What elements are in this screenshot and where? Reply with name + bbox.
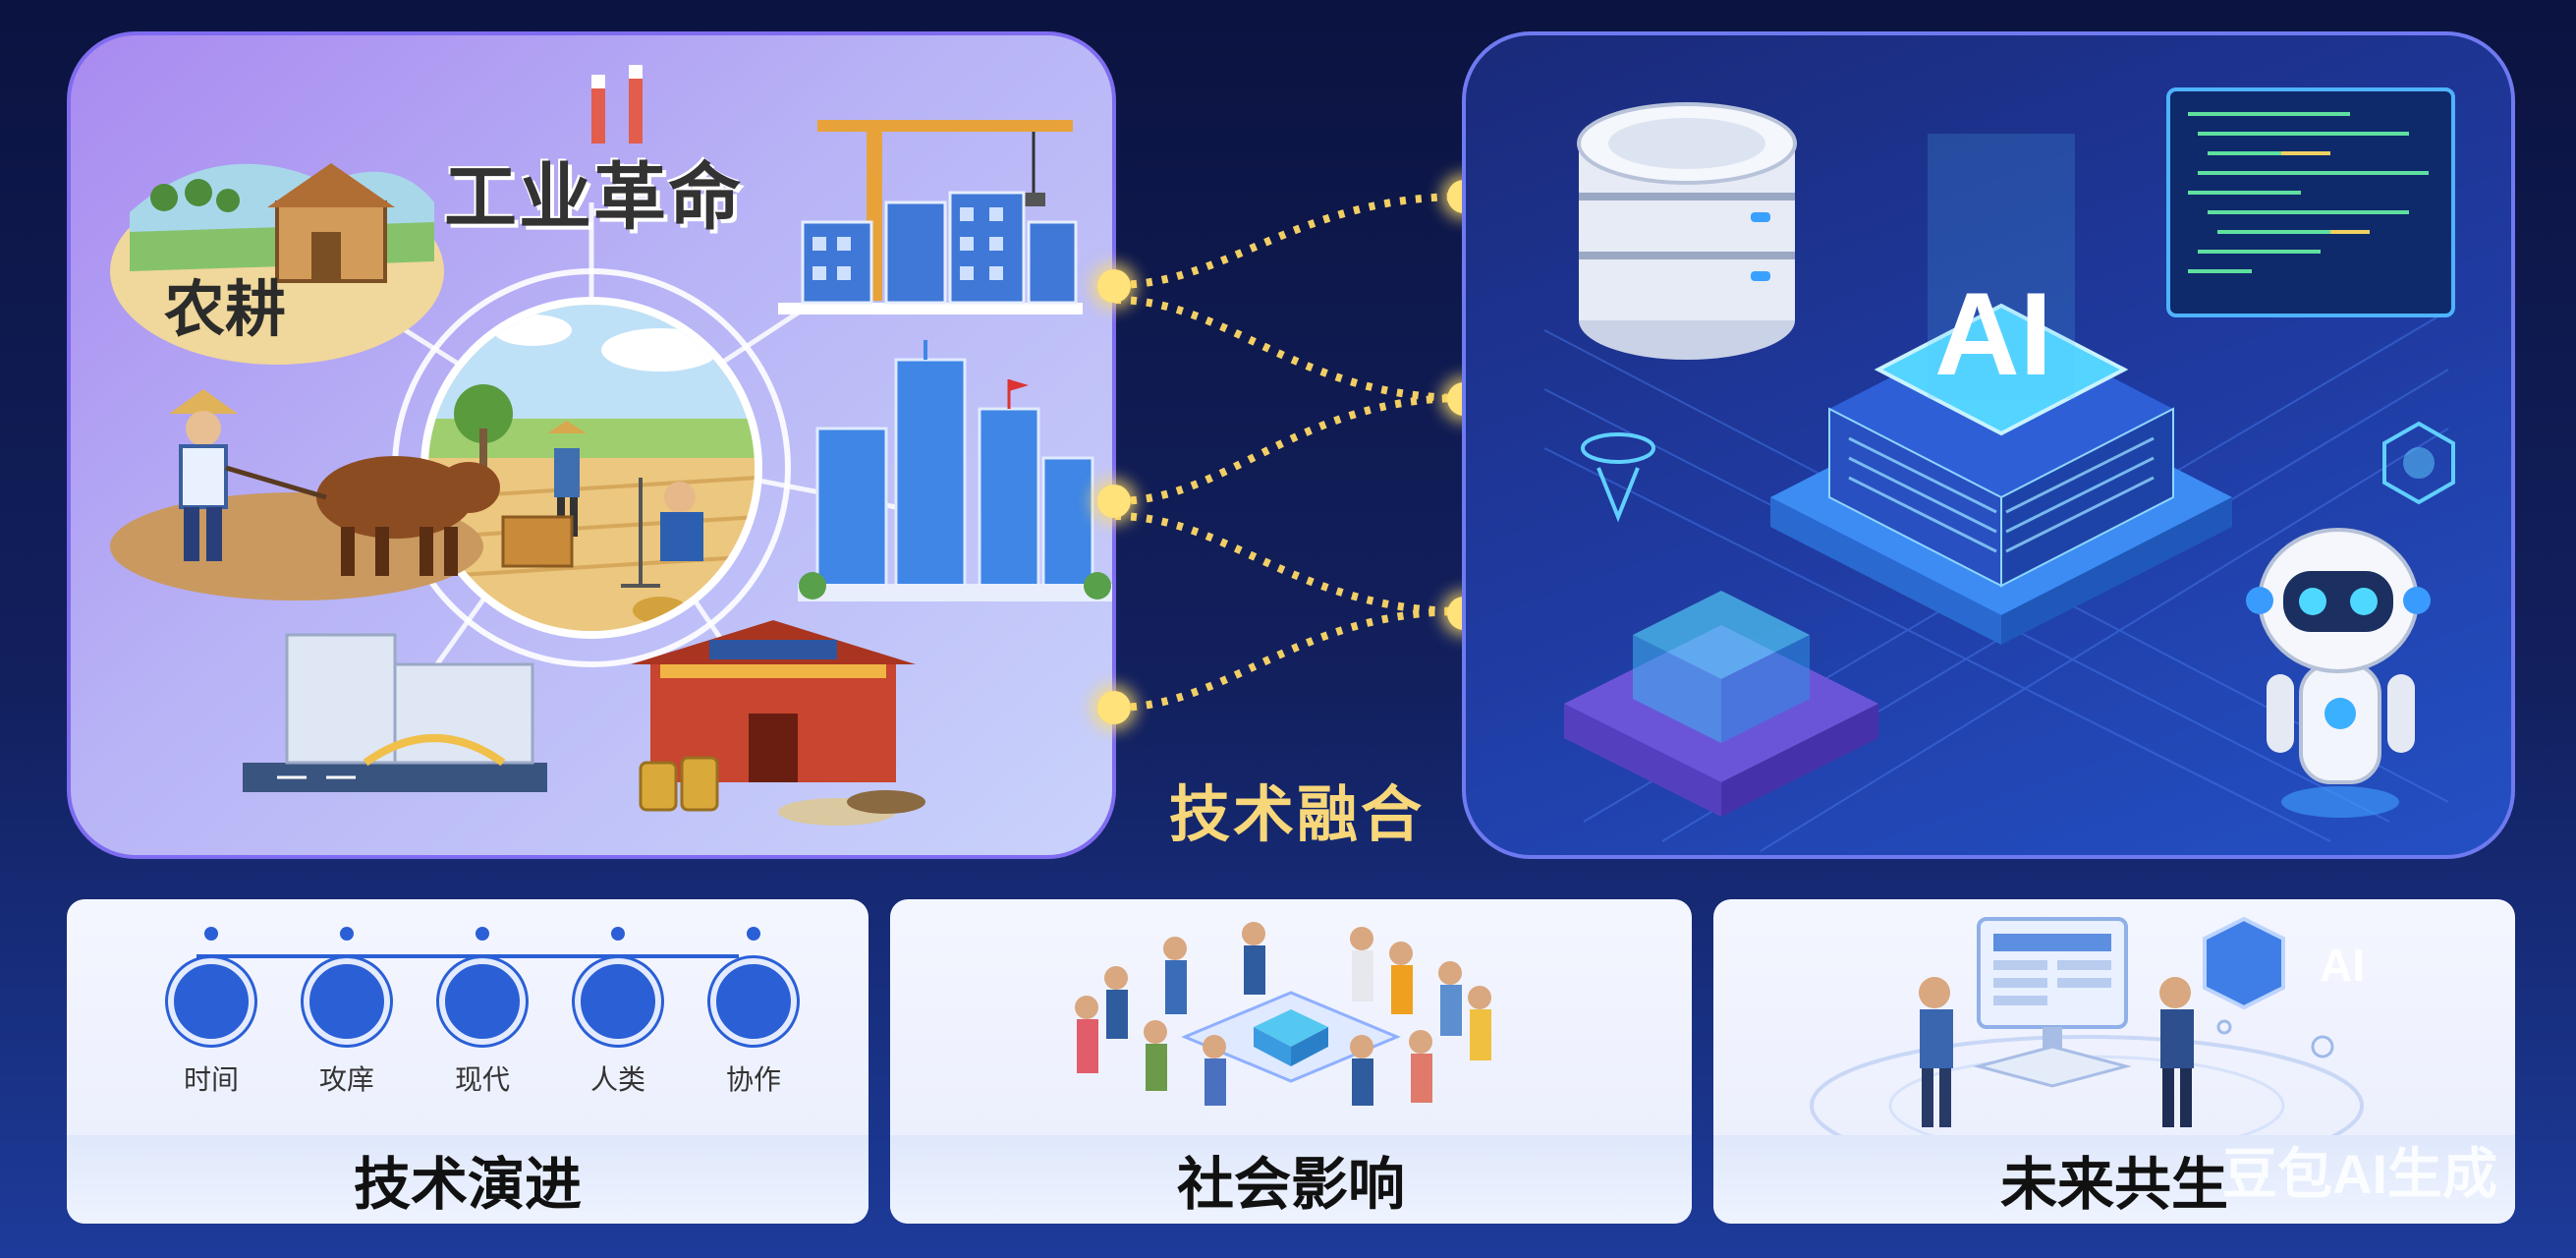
layers-icon [168,958,254,1045]
timeline-step: 人类 [564,927,672,1098]
farm-sign: 农耕 [164,276,286,344]
connector-node [1097,691,1131,724]
card-title: 未来共生 [1999,1153,2228,1217]
card-footer: 未来共生 [1713,1135,2515,1224]
ai-hexagon-badge-icon [2203,916,2285,1010]
gear-icon [304,958,390,1045]
connector-node [1097,485,1131,518]
factory-chimneys-icon [591,65,643,143]
compass-icon [439,958,526,1045]
timeline-step: 现代 [428,927,536,1098]
card-title: 社会影响 [1176,1153,1405,1217]
industrial-revolution-title: 工业革命 [444,156,743,238]
robot-icon [2246,528,2431,818]
data-cube-icon [1564,591,1878,817]
card-social-impact: 社会影响 [890,899,1692,1224]
timeline-step: 协作 [700,927,808,1098]
card-title: 技术演进 [353,1153,582,1217]
database-icon [1577,102,1797,360]
code-window-icon [2166,87,2455,317]
timeline-step: 时间 [157,927,265,1098]
shield-icon [575,958,661,1045]
watermark: 豆包AI生成 [2222,1143,2497,1205]
ai-technology-panel: AI [1462,31,2515,859]
connector-node [1097,269,1131,303]
card-footer: 社会影响 [890,1135,1692,1224]
ai-badge-label: AI [2320,940,2365,991]
hexagon-node-icon [2382,421,2455,505]
industrial-illustration: 农耕 [110,65,1112,826]
construction-crane-icon [817,120,1073,301]
people-gathering-illustration [1075,922,1491,1106]
card-future-coexistence: AI 未来共生 [1713,899,2515,1224]
ai-chip-label: AI [1934,268,2052,400]
card-footer: 技术演进 [67,1135,868,1224]
fusion-connector-lines [1114,193,1465,712]
timeline-step: 攻庠 [293,927,401,1098]
ai-illustration: AI [1543,87,2455,852]
soundwave-icon [710,958,797,1045]
human-ai-collaboration-illustration [1810,916,2364,1135]
timeline-line [196,954,739,958]
industrial-revolution-panel: 农耕 [67,31,1116,859]
ai-chip-icon [1770,134,2232,645]
monitor-icon [1973,917,2132,1088]
fusion-label: 技术融合 [1169,781,1426,849]
hologram-beacon-icon [1581,432,1655,523]
card-tech-evolution: 时间 攻庠 现代 人类 协作 技术演进 [67,899,868,1224]
